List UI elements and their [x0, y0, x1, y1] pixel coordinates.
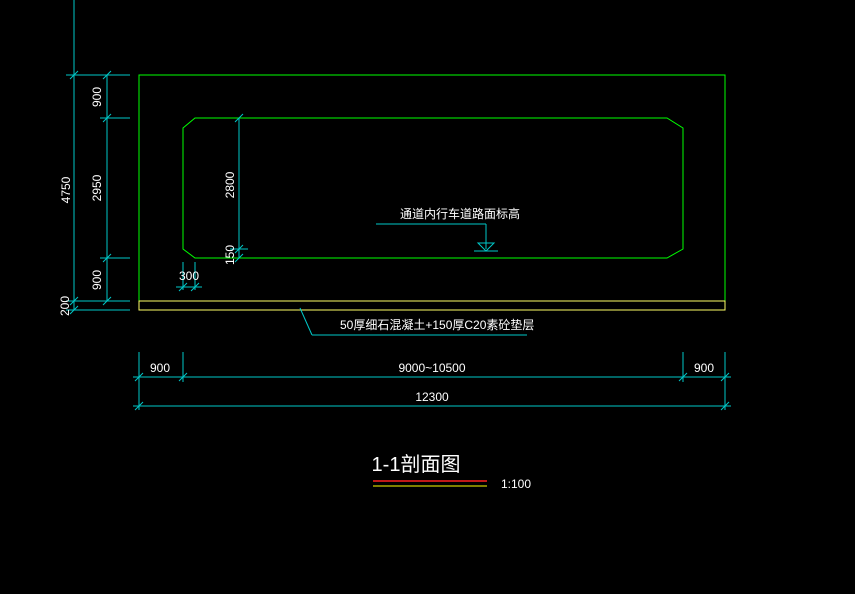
dim-chamfer-300: 300: [179, 269, 199, 283]
dim-top-900: 900: [90, 87, 104, 107]
drawing-title: 1-1剖面图: [372, 453, 461, 476]
slab-layers-note: 50厚细石混凝土+150厚C20素砼垫层: [340, 317, 534, 332]
inner-opening-outline: [182, 117, 684, 259]
dim-total-height: 4750: [59, 176, 73, 203]
dim-center-span: 9000~10500: [398, 361, 465, 375]
vertical-dim-labels: 4750 900 2950 900 200 2800 150 300: [58, 87, 237, 316]
road-level-marker: 通道内行车道路面标高: [376, 206, 520, 252]
dim-bottom-900: 900: [90, 270, 104, 290]
dim-inner-height-2800: 2800: [223, 171, 237, 198]
dim-middle-2950: 2950: [90, 174, 104, 201]
drawing-scale: 1:100: [501, 477, 531, 491]
base-slab: [138, 300, 726, 311]
slab-leader: 50厚细石混凝土+150厚C20素砼垫层: [299, 307, 534, 336]
dim-inner-base-150: 150: [223, 245, 237, 265]
structure: [138, 74, 726, 311]
dim-right-900: 900: [694, 361, 714, 375]
dim-base-200: 200: [58, 296, 72, 316]
vertical-dimensions: [66, 0, 248, 315]
title-block: 1-1剖面图 1:100: [372, 453, 532, 491]
horizontal-dimensions: [133, 352, 731, 411]
dim-total-width: 12300: [415, 390, 449, 404]
dim-left-900: 900: [150, 361, 170, 375]
horizontal-dim-labels: 900 9000~10500 900 12300: [150, 361, 714, 404]
road-level-note: 通道内行车道路面标高: [400, 206, 520, 221]
